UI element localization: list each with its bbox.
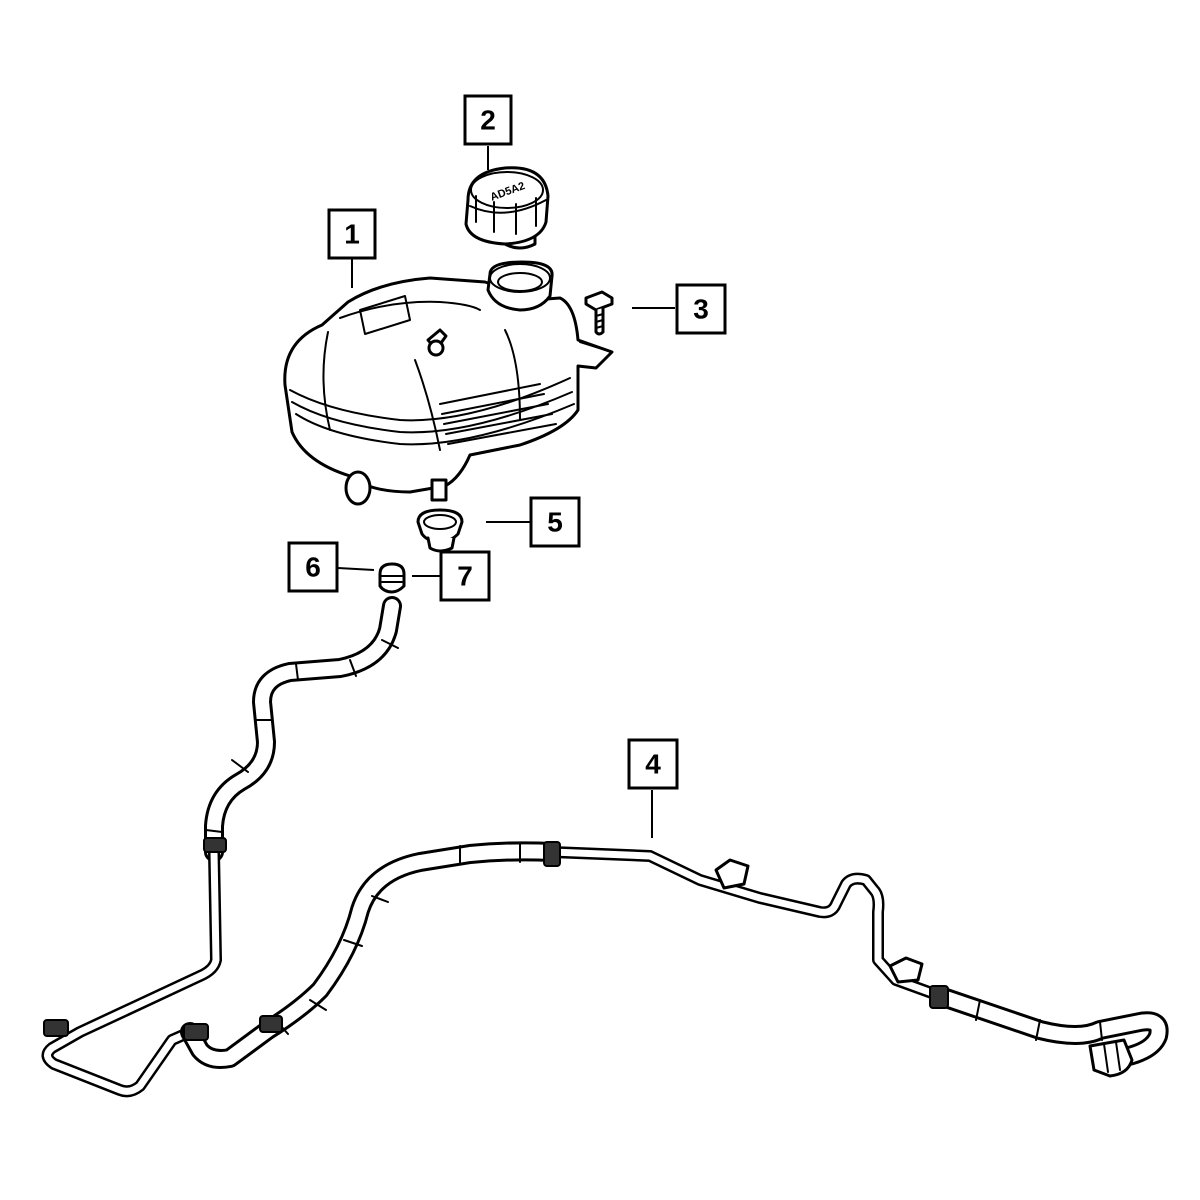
- outlet-seal: [416, 508, 464, 553]
- coolant-hose-assembly: [41, 596, 1169, 1098]
- mounting-bracket-right: [714, 858, 750, 890]
- callout-6: 6: [287, 541, 339, 593]
- callout-5: 5: [529, 496, 581, 548]
- svg-text:5: 5: [547, 507, 563, 538]
- mounting-bracket-far-right: [888, 956, 924, 984]
- clamp-mid-left: [183, 1023, 209, 1041]
- clamp-center: [543, 841, 561, 867]
- callout-4: 4: [627, 738, 679, 790]
- svg-text:4: 4: [645, 749, 661, 780]
- svg-text:3: 3: [693, 294, 709, 325]
- callout-2: 2: [463, 94, 513, 146]
- leader-6: [337, 567, 375, 571]
- quick-connect-fitting: [1088, 1038, 1134, 1078]
- pressure-cap: AD5A2: [464, 166, 550, 250]
- svg-text:1: 1: [344, 219, 360, 250]
- clamp-upper-left: [203, 837, 227, 853]
- callout-3: 3: [675, 283, 727, 335]
- clamp-right: [929, 985, 949, 1009]
- clamp-hose-lower: [259, 1015, 283, 1033]
- svg-text:6: 6: [305, 552, 321, 583]
- clamp-lower-left: [43, 1019, 69, 1037]
- svg-text:2: 2: [480, 105, 496, 136]
- coolant-reservoir: [283, 260, 614, 506]
- svg-text:7: 7: [457, 561, 473, 592]
- mounting-bolt: [584, 290, 614, 336]
- hose-clamp: [378, 562, 406, 594]
- callout-7: 7: [439, 550, 491, 602]
- callout-1: 1: [327, 208, 377, 260]
